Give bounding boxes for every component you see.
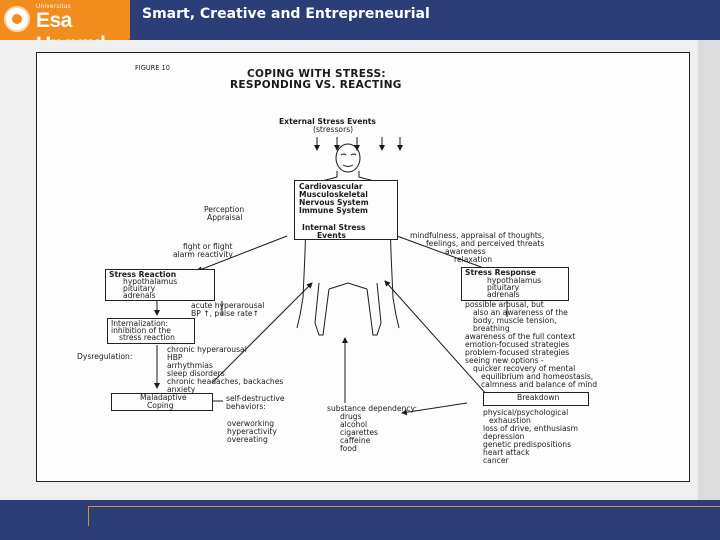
perception-label: Perception bbox=[204, 205, 245, 214]
university-seal-icon bbox=[4, 6, 30, 32]
logo-small-text: Universitas bbox=[36, 4, 72, 10]
breakdown-item: heart attack bbox=[483, 448, 530, 457]
substance-dependency-label: substance dependency: bbox=[327, 404, 418, 413]
stress-response-hypothalamus: hypothalamus bbox=[487, 276, 542, 285]
stress-response-title: Stress Response bbox=[465, 268, 536, 277]
behavior-item: overworking bbox=[227, 419, 275, 428]
stress-reaction-adrenals: adrenals bbox=[123, 291, 156, 300]
stress-reaction-pituitary: pituitary bbox=[123, 284, 156, 293]
relaxation-label: relaxation bbox=[454, 255, 493, 264]
dysregulation-item: sleep disorders bbox=[167, 369, 225, 378]
awareness-label: awareness bbox=[445, 247, 486, 256]
university-logo: Universitas Esa Unggul bbox=[0, 0, 130, 56]
substance-item: food bbox=[340, 444, 357, 453]
dysregulation-item: HBP bbox=[167, 353, 183, 362]
acute-hyperarousal: acute hyperarousal bbox=[191, 301, 265, 310]
breakdown-item: physical/psychological bbox=[483, 408, 569, 417]
slide-footer bbox=[0, 500, 720, 540]
stress-response-pituitary: pituitary bbox=[487, 283, 520, 292]
behavior-item: overeating bbox=[227, 435, 268, 444]
awareness-item: seeing new options - bbox=[465, 356, 544, 365]
substance-item: alcohol bbox=[340, 420, 368, 429]
mindfulness-line2: feelings, and perceived threats bbox=[426, 239, 545, 248]
bp-pulse-rate: BP ↑, pulse rate↑ bbox=[191, 309, 259, 318]
internal-stress-events-line2: Events bbox=[317, 231, 346, 240]
tagline: Smart, Creative and Entrepreneurial bbox=[142, 6, 430, 22]
awareness-item: quicker recovery of mental bbox=[473, 364, 576, 373]
figure-label: FIGURE 10 bbox=[135, 64, 170, 72]
dysregulation-item: chronic hyperarousal bbox=[167, 345, 247, 354]
footer-accent-line bbox=[88, 506, 720, 526]
coping-with-stress-figure: FIGURE 10 COPING WITH STRESS: RESPONDING… bbox=[36, 52, 690, 482]
stress-response-adrenals: adrenals bbox=[487, 290, 520, 299]
internal-stress-events-line1: Internal Stress bbox=[302, 223, 366, 232]
body-system-immune: Immune System bbox=[299, 206, 368, 215]
breakdown-item: loss of drive, enthusiasm bbox=[483, 424, 579, 433]
breakdown-label: Breakdown bbox=[517, 393, 560, 402]
external-stress-events: External Stress Events bbox=[279, 117, 376, 126]
mindfulness-line1: mindfulness, appraisal of thoughts, bbox=[410, 231, 545, 240]
maladaptive-coping-box bbox=[111, 393, 213, 411]
stress-reaction-hypothalamus: hypothalamus bbox=[123, 277, 178, 286]
dysregulation-item: arrhythmias bbox=[167, 361, 213, 370]
self-destructive-label: self-destructive bbox=[226, 394, 285, 403]
side-strip bbox=[698, 40, 720, 500]
dysregulation-item: anxiety bbox=[167, 385, 196, 394]
breakdown-box bbox=[483, 392, 589, 406]
internalization-line1: Internalization: bbox=[111, 319, 169, 328]
breakdown-item: exhaustion bbox=[489, 416, 531, 425]
behavior-item: hyperactivity bbox=[227, 427, 277, 436]
internalization-line3: stress reaction bbox=[119, 333, 175, 342]
dysregulation-label: Dysregulation: bbox=[77, 352, 133, 361]
possible-arousal-item: breathing bbox=[473, 324, 510, 333]
body-systems-box bbox=[294, 180, 398, 240]
figure-title-line1: COPING WITH STRESS: bbox=[247, 68, 386, 80]
internalization-box bbox=[107, 318, 195, 344]
dysregulation-item: chronic headaches, backaches bbox=[167, 377, 284, 386]
possible-arousal-item: also an awareness of the bbox=[473, 308, 568, 317]
breakdown-item: genetic predispositions bbox=[483, 440, 572, 449]
internalization-line2: inhibition of the bbox=[111, 326, 171, 335]
awareness-item: emotion-focused strategies bbox=[465, 340, 570, 349]
substance-item: drugs bbox=[340, 412, 362, 421]
figure-title-line2: RESPONDING VS. REACTING bbox=[230, 79, 402, 91]
body-system-nervous: Nervous System bbox=[299, 198, 369, 207]
fight-or-flight: fight or flight bbox=[183, 242, 233, 251]
behaviors-label: behaviors: bbox=[226, 402, 266, 411]
stress-reaction-box bbox=[105, 269, 215, 301]
awareness-item: problem-focused strategies bbox=[465, 348, 570, 357]
breakdown-item: depression bbox=[483, 432, 525, 441]
stressors-label: (stressors) bbox=[313, 125, 354, 134]
possible-arousal-item: body, muscle tension, bbox=[473, 316, 557, 325]
body-system-cardiovascular: Cardiovascular bbox=[299, 182, 363, 191]
substance-item: caffeine bbox=[340, 436, 371, 445]
appraisal-label: Appraisal bbox=[207, 213, 243, 222]
possible-arousal-item: possible arousal, but bbox=[465, 300, 544, 309]
awareness-item: calmness and balance of mind bbox=[481, 380, 598, 389]
coping-label: Coping bbox=[147, 401, 174, 410]
awareness-item: equilibrium and homeostasis, bbox=[481, 372, 594, 381]
maladaptive-label: Maladaptive bbox=[140, 393, 187, 402]
stress-reaction-title: Stress Reaction bbox=[109, 270, 177, 279]
stress-response-box bbox=[461, 267, 569, 301]
breakdown-item: cancer bbox=[483, 456, 509, 465]
slide-header: Universitas Esa Unggul Smart, Creative a… bbox=[0, 0, 720, 56]
body-system-musculoskeletal: Musculoskeletal bbox=[299, 190, 368, 199]
awareness-item: awareness of the full context bbox=[465, 332, 576, 341]
substance-item: cigarettes bbox=[340, 428, 378, 437]
alarm-reactivity: alarm reactivity bbox=[173, 250, 233, 259]
